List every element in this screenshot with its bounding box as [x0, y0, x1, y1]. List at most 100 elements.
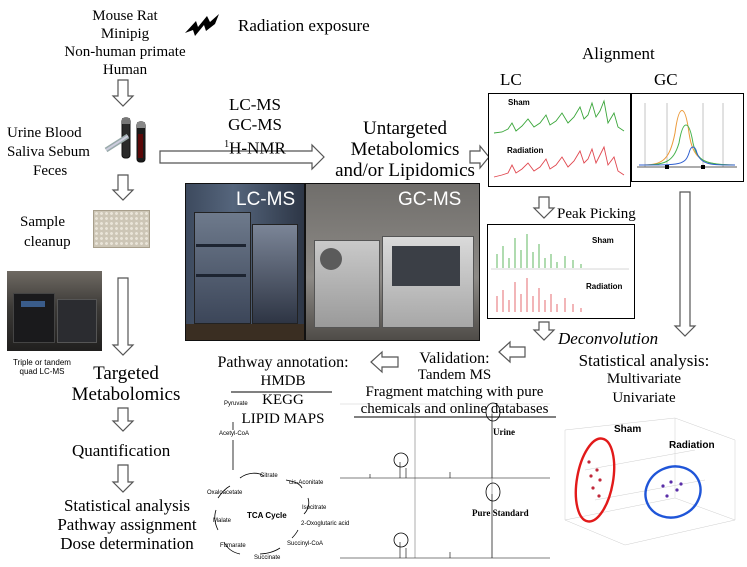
triple-quad-lcms-photo: [7, 271, 102, 351]
final-line-1: Statistical analysis: [63, 496, 191, 515]
down-arrow-4: [111, 407, 135, 432]
down-arrow-2: [111, 174, 135, 201]
targeted-line-2: Metabolomics: [71, 384, 181, 405]
stats-right-line-2: Multivariate: [606, 371, 682, 387]
peak-sham-label: Sham: [592, 236, 614, 245]
radiation-exposure-label: Radiation exposure: [238, 16, 370, 35]
alignment-lc-label: LC: [500, 70, 522, 89]
sample-cleanup-label: Sample cleanup: [20, 212, 71, 252]
species-list: Mouse Rat Minipig Non-human primate Huma…: [55, 7, 195, 79]
sample-types: Urine Blood Saliva Sebum Feces: [7, 124, 90, 181]
cleanup-line-1: Sample: [20, 214, 65, 230]
alignment-title: Alignment: [582, 44, 655, 63]
gc-chromatogram: [637, 103, 737, 169]
validation-line-2: Tandem MS: [417, 367, 492, 383]
untargeted-line-3: and/or Lipidomics: [335, 160, 475, 181]
down-arrow-6: [532, 196, 556, 219]
spectrum-urine-label: Urine: [493, 427, 515, 437]
tca-cis-aconitate: cis-Aconitate: [289, 480, 324, 486]
down-arrow-5: [111, 464, 135, 493]
lc-chromatogram: [493, 99, 625, 178]
nmr-superscript: 1: [224, 139, 230, 150]
tca-citrate: Citrate: [260, 473, 278, 479]
tca-pyruvate: Pyruvate: [224, 401, 248, 407]
down-arrow-3: [111, 277, 135, 356]
tca-center-label: TCA Cycle: [247, 511, 287, 520]
tca-malate: Malate: [213, 518, 232, 524]
validation-line-1: Validation:: [419, 350, 490, 367]
platform-list: LC-MS GC-MS 1H-NMR: [200, 95, 310, 159]
instrument-caption: Triple or tandem quad LC-MS: [2, 358, 82, 376]
alignment-gc-label: GC: [654, 70, 678, 89]
instrument-caption-line-2: quad LC-MS: [19, 367, 65, 376]
lc-panel-radiation-label: Radiation: [507, 146, 544, 155]
stats-analysis-right: Statistical analysis: Multivariate Univa…: [548, 351, 740, 408]
pca-sham-label: Sham: [614, 424, 642, 435]
quantification-label: Quantification: [72, 441, 171, 460]
pathway-hmdb: HMDB: [260, 373, 306, 389]
peak-radiation-label: Radiation: [586, 282, 623, 291]
platform-gcms: GC-MS: [228, 115, 282, 134]
cleanup-line-2: cleanup: [24, 234, 71, 250]
sample-line-2: Saliva Sebum: [7, 144, 90, 160]
pathway-title: Pathway annotation:: [217, 354, 349, 371]
untargeted-line-2: Metabolomics: [350, 139, 460, 160]
pca-radiation-label: Radiation: [669, 440, 715, 451]
tca-succinyl-coa: Succinyl-CoA: [287, 541, 324, 547]
pathway-lipidmaps: LIPID MAPS: [241, 411, 325, 427]
untargeted-label: Untargeted Metabolomics and/or Lipidomic…: [335, 118, 475, 181]
tca-2-oxoglutaric: 2-Oxoglutaric acid: [301, 521, 350, 527]
right-arrow-2: [469, 144, 490, 170]
right-arrow-1: [159, 143, 325, 171]
msms-spectra: [340, 402, 550, 559]
down-arrow-7: [532, 321, 556, 341]
instrument-caption-line-1: Triple or tandem: [13, 358, 71, 367]
nmr-label: H-NMR: [229, 138, 286, 158]
peak-picking-label: Peak Picking: [557, 206, 636, 222]
lc-panel-sham-label: Sham: [508, 98, 530, 107]
stats-right-line-1: Statistical analysis:: [578, 351, 710, 370]
validation-line-3: Fragment matching with pure: [365, 384, 544, 400]
well-plate-image: [93, 210, 150, 248]
tca-fumarate: Fumarate: [220, 543, 246, 549]
species-line-2: Minipig: [100, 26, 150, 42]
species-line-3: Non-human primate: [64, 44, 186, 60]
sample-line-3: Feces: [33, 163, 68, 179]
species-line-4: Human: [102, 62, 148, 78]
lcms-photo: [185, 183, 305, 341]
spectrum-pure-standard-label: Pure Standard: [472, 508, 529, 518]
validation-line-4: chemicals and online databases: [360, 401, 549, 417]
targeted-metabolomics: Targeted Metabolomics: [56, 363, 196, 405]
gcms-photo: [305, 183, 480, 341]
tca-oxaloacetate: Oxaloacetate: [207, 490, 243, 496]
pathway-kegg: KEGG: [262, 392, 304, 408]
tca-acetyl-coa: Acetyl-CoA: [219, 431, 250, 437]
untargeted-line-1: Untargeted: [362, 118, 448, 139]
validation-block: Validation: Tandem MS Fragment matching …: [351, 350, 558, 418]
down-arrow-8: [673, 191, 697, 337]
targeted-line-1: Targeted: [93, 363, 159, 384]
radiation-bolt-icon: [185, 14, 219, 36]
peak-picking-panel: [487, 224, 635, 319]
final-line-2: Pathway assignment: [57, 515, 197, 534]
left-arrow-2: [370, 350, 399, 374]
left-arrow-1: [498, 340, 526, 364]
species-line-1: Mouse Rat: [92, 8, 158, 24]
tca-cycle-diagram: [214, 422, 310, 555]
sample-tubes-icon: [104, 117, 146, 163]
sample-line-1: Urine Blood: [7, 125, 82, 141]
peak-spectra: [491, 234, 629, 312]
gcms-photo-label: GC-MS: [398, 189, 462, 210]
final-outputs: Statistical analysis Pathway assignment …: [44, 496, 210, 553]
final-line-3: Dose determination: [60, 534, 194, 553]
platform-nmr: 1H-NMR: [200, 135, 310, 159]
down-arrow-1: [111, 79, 135, 107]
deconvolution-label: Deconvolution: [558, 329, 659, 348]
pathway-annotation: Pathway annotation: HMDB KEGG LIPID MAPS: [213, 353, 353, 429]
pca-3d-scatter: [564, 417, 736, 546]
lcms-photo-label: LC-MS: [236, 189, 296, 210]
lc-alignment-panel: [488, 93, 631, 187]
tca-isocitrate: Isocitrate: [302, 505, 327, 511]
